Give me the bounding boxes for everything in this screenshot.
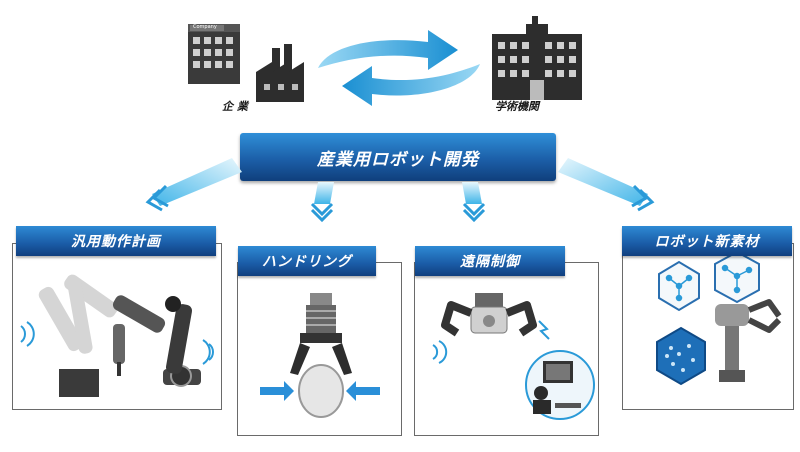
cycle-arrows-icon <box>318 30 480 106</box>
category-label-remote-control: 遠隔制御 <box>415 246 565 276</box>
top-cycle <box>180 10 620 125</box>
company-label: 企 業 <box>222 100 248 113</box>
molecule-hexagon-icon <box>656 250 760 386</box>
panel-handling <box>237 262 402 436</box>
company-building-icon <box>188 24 240 84</box>
arrow-to-handling-icon <box>310 182 334 223</box>
operator-station-icon <box>525 350 595 420</box>
panel-motion-planning <box>12 243 222 410</box>
arrow-to-remote-control-icon <box>462 182 486 223</box>
category-label-new-materials: ロボット新素材 <box>622 226 792 256</box>
academia-label: 学術機関 <box>495 100 539 113</box>
panel-remote-control <box>414 262 599 436</box>
factory-icon <box>256 44 304 102</box>
robot-arm-motion-icon <box>20 274 214 397</box>
remote-robot-hand-icon <box>432 293 550 364</box>
category-label-motion-planning: 汎用動作計画 <box>16 226 216 256</box>
robot-gripper-icon <box>260 293 380 418</box>
university-building-icon <box>492 16 582 100</box>
arrow-to-motion-planning-icon <box>145 158 242 212</box>
arrow-to-new-materials-icon <box>558 158 655 212</box>
category-label-handling: ハンドリング <box>238 246 376 276</box>
robot-claw-icon <box>715 299 782 382</box>
company-sign-text: Company <box>193 24 217 30</box>
panel-new-materials <box>622 243 794 410</box>
main-title-banner: 産業用ロボット開発 <box>240 133 556 181</box>
